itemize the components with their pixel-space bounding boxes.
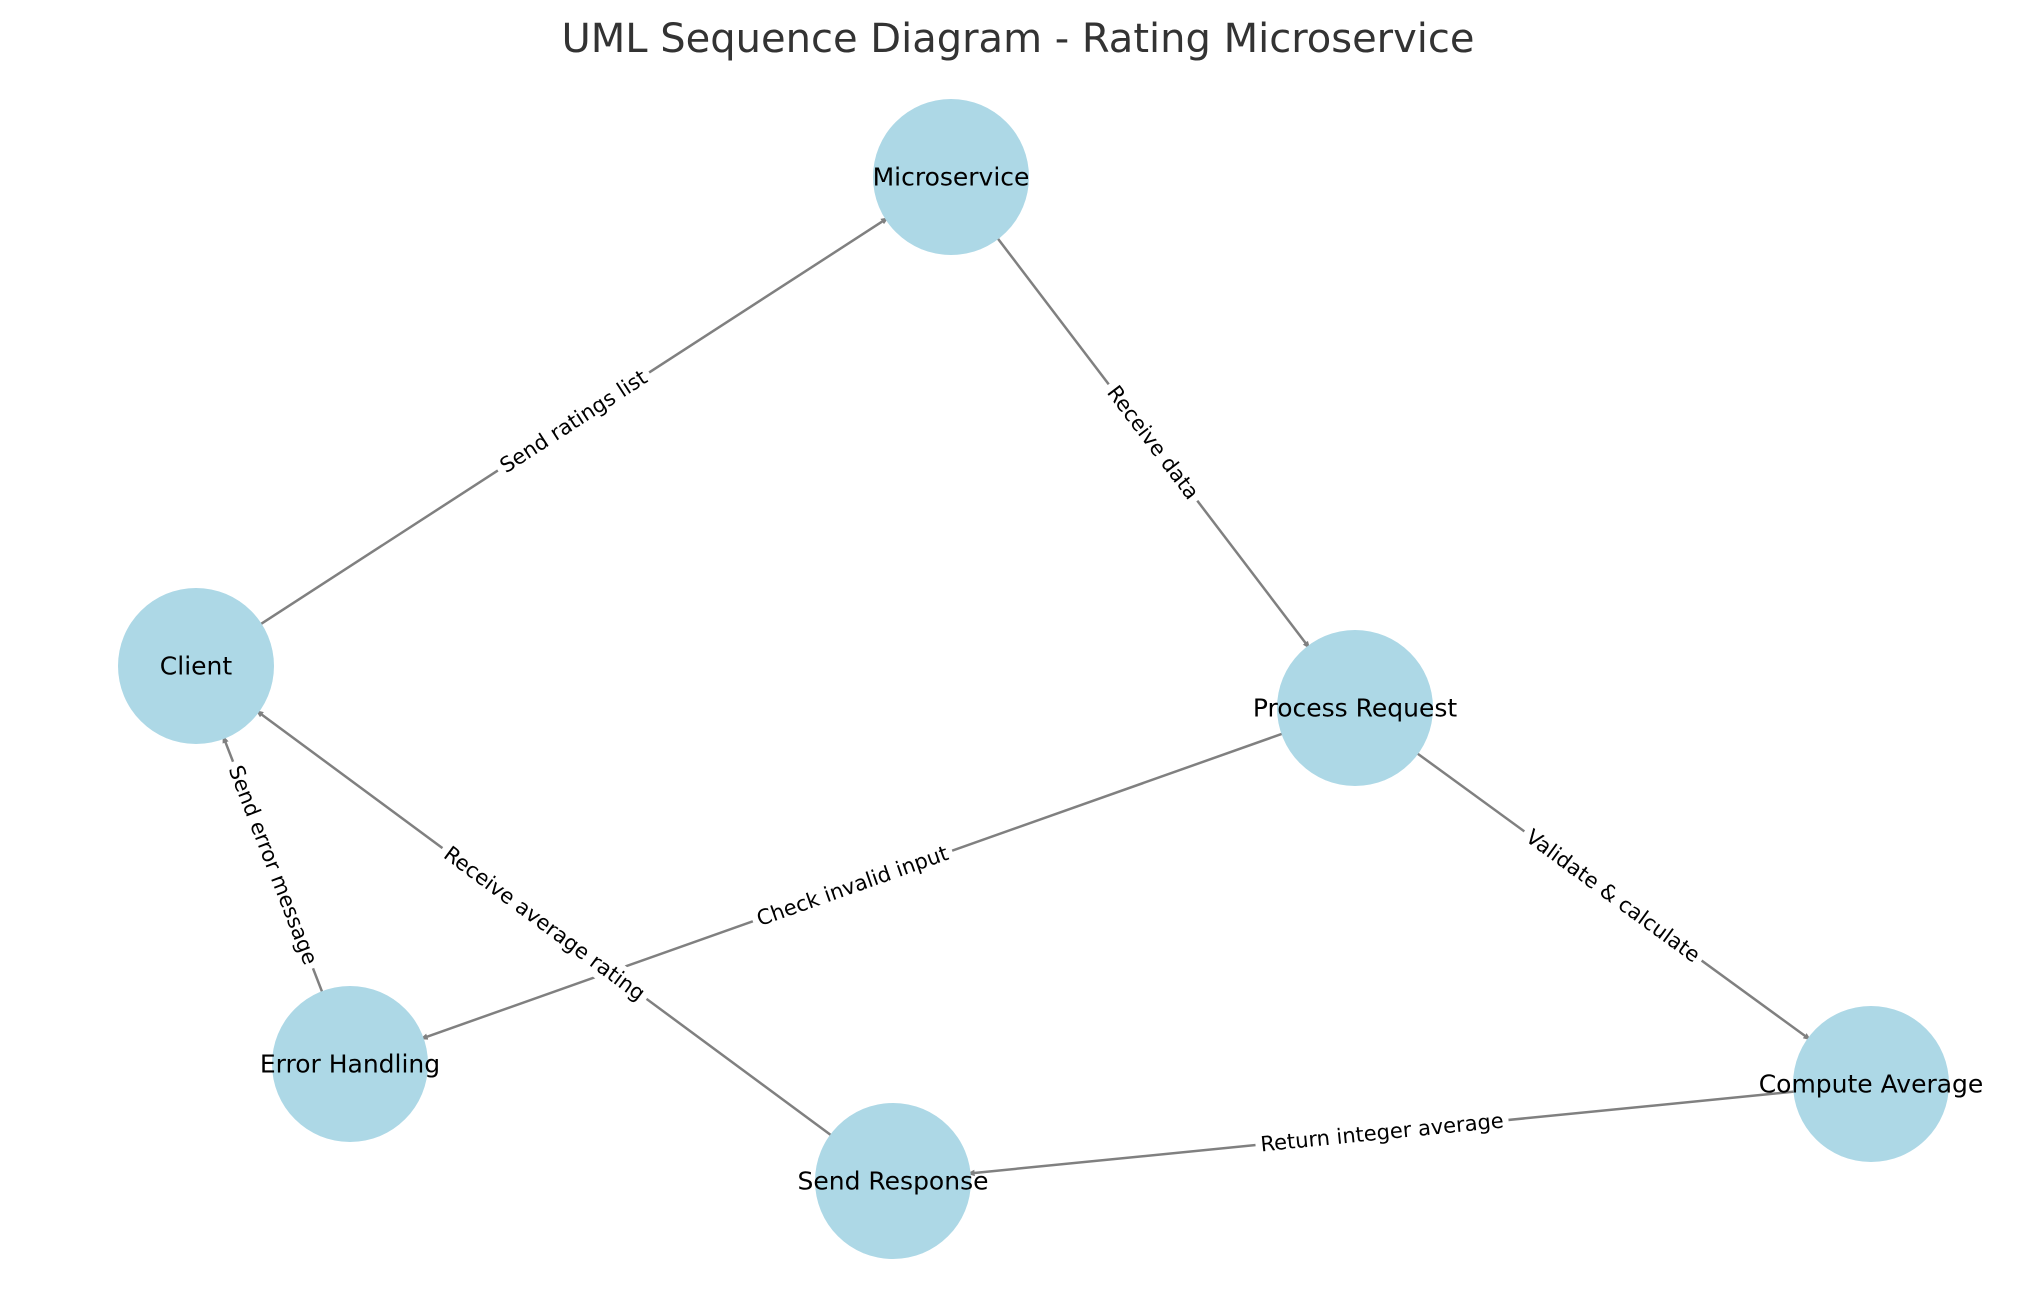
- edge-label-group: Send error message: [219, 756, 327, 974]
- edge-label: Validate & calculate: [1521, 825, 1704, 968]
- edge-label-background: [434, 836, 655, 1011]
- edge-label-group: Send ratings list: [490, 360, 657, 483]
- node-error: [272, 986, 428, 1142]
- edge-label-background: [1254, 1106, 1510, 1159]
- node-label-compute: Compute Average: [1759, 1070, 1984, 1099]
- edge-label-group: Receive data: [1097, 375, 1209, 510]
- edge-label-background: [748, 837, 957, 935]
- edge-label: Return integer average: [1259, 1109, 1504, 1157]
- edge-label-background: [1097, 375, 1209, 510]
- edge-label: Check invalid input: [754, 841, 952, 931]
- node-client: [118, 588, 274, 744]
- node-label-client: Client: [160, 652, 233, 681]
- edge-label-group: Check invalid input: [748, 837, 957, 935]
- edge-label-group: Return integer average: [1254, 1106, 1510, 1159]
- edge-label-background: [219, 756, 327, 974]
- node-label-process: Process Request: [1253, 694, 1458, 723]
- node-response: [815, 1103, 971, 1259]
- edge-label: Send error message: [224, 762, 323, 968]
- edge-label: Receive average rating: [439, 841, 649, 1005]
- node-label-error: Error Handling: [260, 1050, 440, 1079]
- edge-label-background: [490, 360, 657, 483]
- node-microservice: [873, 99, 1029, 255]
- node-label-microservice: Microservice: [873, 163, 1030, 192]
- edge-label-group: Receive average rating: [434, 836, 655, 1011]
- edge-label-group: Validate & calculate: [1516, 820, 1710, 972]
- edge-label: Send ratings list: [496, 365, 652, 478]
- node-label-response: Send Response: [798, 1167, 989, 1196]
- diagram-title: UML Sequence Diagram - Rating Microservi…: [561, 16, 1474, 62]
- edge-label-background: [1516, 820, 1710, 972]
- edge-label: Receive data: [1102, 381, 1204, 504]
- node-compute: [1793, 1006, 1949, 1162]
- edges-layer: [221, 216, 1812, 1177]
- node-process: [1277, 630, 1433, 786]
